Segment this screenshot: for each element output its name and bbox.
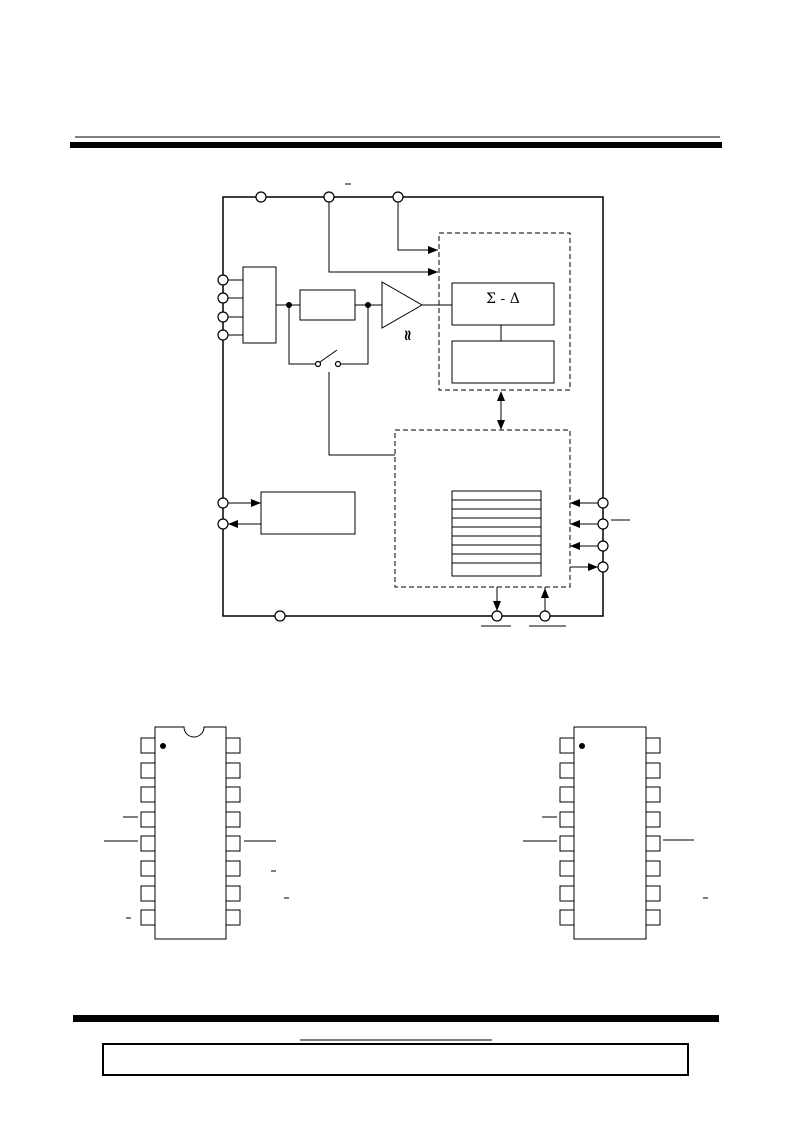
- control-logic-dashed-box: [394, 429, 571, 588]
- wire-top-pin-3-to-adc: [397, 202, 438, 251]
- wire-top-pin-2-to-adc: [328, 202, 438, 273]
- dip-pin: [140, 762, 156, 779]
- input-mux-box: [242, 266, 277, 344]
- right-pin-3: [597, 540, 609, 552]
- soic-pin: [645, 909, 661, 926]
- bottom-arrow-in-3: [541, 588, 549, 598]
- right-arrow-in-2: [570, 520, 580, 528]
- switch-control-wire: [328, 372, 395, 456]
- soic-package-outline-right: [523, 726, 708, 940]
- dip-pin: [225, 835, 241, 852]
- soic-pin: [645, 835, 661, 852]
- soic-pin: [559, 860, 575, 877]
- dip-pin: [225, 762, 241, 779]
- top-pin-1: [255, 191, 267, 203]
- clock-generator-box: [260, 491, 356, 535]
- soic-pin: [559, 885, 575, 902]
- switch-contact-left: [314, 360, 322, 368]
- dip-body: [154, 726, 227, 940]
- dip-pin: [225, 786, 241, 803]
- right-arrow-in-3: [570, 542, 580, 550]
- soic-pin: [645, 786, 661, 803]
- dip-pin: [140, 860, 156, 877]
- soic-pin: [559, 762, 575, 779]
- bypass-wire-left: [288, 305, 318, 365]
- dip-pin: [225, 885, 241, 902]
- register-stack-outline: [451, 490, 542, 577]
- footer-box: [102, 1043, 689, 1076]
- arrow-adc-input-1: [428, 246, 438, 254]
- input-pin-2: [217, 292, 229, 304]
- dip-pin: [225, 909, 241, 926]
- switch-lever: [319, 349, 338, 363]
- top-pin-2: [323, 191, 335, 203]
- bottom-pin-1: [274, 610, 286, 622]
- buffer-box: [299, 289, 356, 321]
- header-thick-rule: [70, 142, 722, 148]
- clock-arrow-out: [228, 520, 238, 528]
- right-arrow-out-4: [588, 563, 598, 571]
- filter-approx-symbol: ≈: [399, 329, 417, 342]
- input-pin-4: [217, 329, 229, 341]
- dip-package-outline-left: [104, 726, 289, 940]
- switch-contact-right: [334, 360, 342, 368]
- clock-pin-1: [217, 497, 229, 509]
- bottom-pin-3: [539, 610, 551, 622]
- dip-pin: [140, 885, 156, 902]
- arrow-adc-input-2: [428, 268, 438, 276]
- register-stack: [451, 490, 542, 577]
- soic-pin: [645, 811, 661, 828]
- bottom-pin-2: [491, 610, 503, 622]
- clock-arrow-in: [251, 499, 261, 507]
- dip-pin: [140, 737, 156, 754]
- soic-pin: [645, 860, 661, 877]
- dip-pin: [140, 811, 156, 828]
- right-arrow-in-1: [570, 499, 580, 507]
- bus-arrow-up: [497, 391, 505, 401]
- amplifier-triangle: [381, 281, 424, 329]
- sigma-delta-label: Σ - Δ: [486, 291, 520, 307]
- sigma-delta-modulator-box: [451, 282, 555, 326]
- digital-filter-box: [451, 340, 555, 384]
- input-pin-3: [217, 311, 229, 323]
- dip-pin: [140, 786, 156, 803]
- right-pin-1: [597, 497, 609, 509]
- soic-pin: [559, 786, 575, 803]
- pin1-indicator-dot: [579, 743, 585, 749]
- bypass-wire-right: [339, 305, 369, 365]
- dip-pin: [140, 835, 156, 852]
- soic-pin: [645, 737, 661, 754]
- dip-pin: [225, 860, 241, 877]
- right-pin-4: [597, 561, 609, 573]
- right-pin-2: [597, 518, 609, 530]
- soic-pin: [559, 811, 575, 828]
- dip-pin: [140, 909, 156, 926]
- clock-pin-2: [217, 518, 229, 530]
- dip-pin: [225, 737, 241, 754]
- chip-outline: [222, 196, 604, 617]
- soic-pin: [559, 835, 575, 852]
- bottom-arrow-out-2: [493, 601, 501, 611]
- adc-dashed-box: [438, 232, 571, 391]
- soic-pin: [559, 737, 575, 754]
- pin1-indicator-dot: [160, 743, 166, 749]
- input-pin-1: [217, 274, 229, 286]
- top-pin-3: [392, 191, 404, 203]
- soic-pin: [559, 909, 575, 926]
- dip-pin: [225, 811, 241, 828]
- block-diagram: ≈ Σ - Δ: [217, 183, 630, 627]
- soic-pin: [645, 885, 661, 902]
- soic-body: [573, 726, 647, 940]
- footer-thick-rule: [73, 1015, 719, 1022]
- bus-arrow-down: [497, 420, 505, 430]
- soic-pin: [645, 762, 661, 779]
